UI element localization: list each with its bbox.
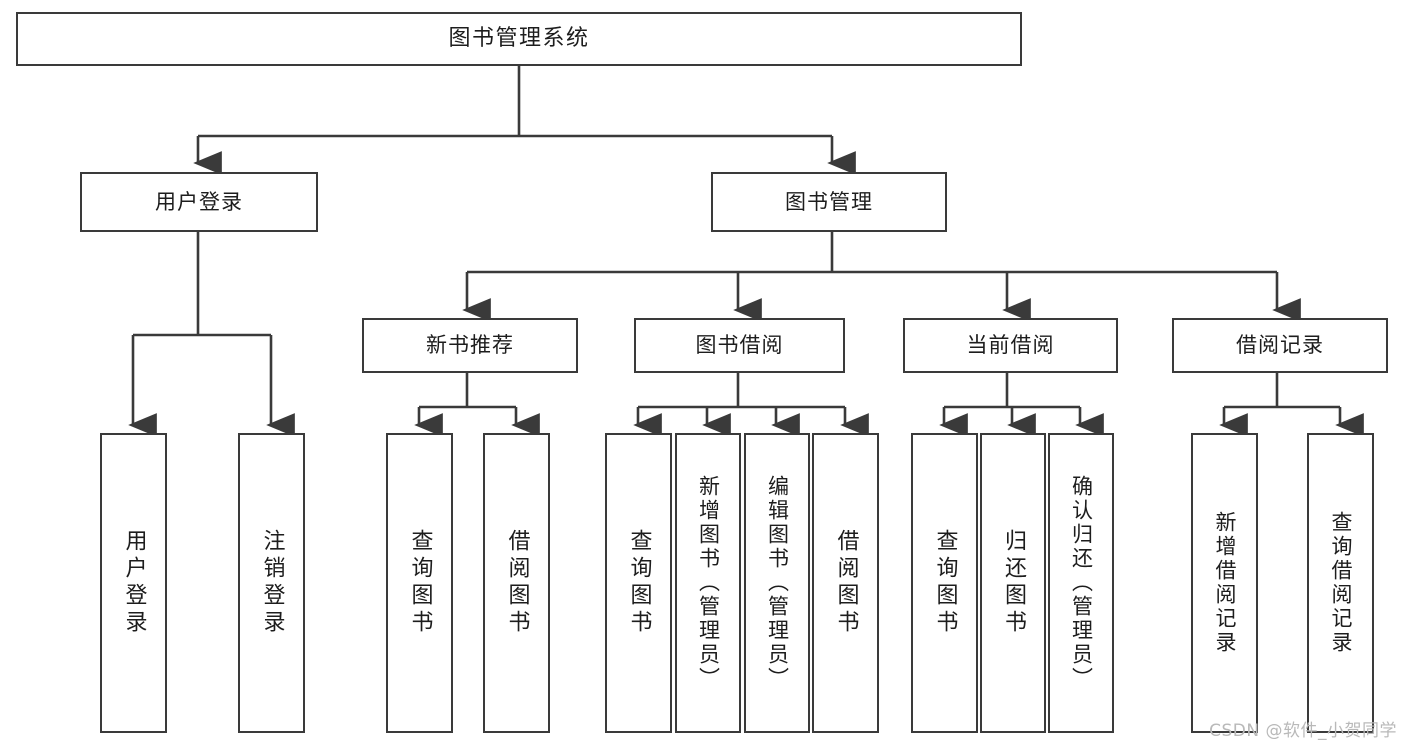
leaf-confirm-return[interactable]: 确认归还（管理员） <box>1048 433 1114 733</box>
node-book-manage[interactable]: 图书管理 <box>711 172 947 232</box>
leaf-add-book[interactable]: 新增图书（管理员） <box>675 433 741 733</box>
node-user-login-label: 用户登录 <box>155 189 243 214</box>
node-root-label: 图书管理系统 <box>448 26 590 52</box>
leaf-user-logout-label: 注销登录 <box>259 529 285 637</box>
node-borrow-record-label: 借阅记录 <box>1236 333 1324 358</box>
node-book-manage-label: 图书管理 <box>785 189 873 214</box>
leaf-add-record-label: 新增借阅记录 <box>1213 511 1237 655</box>
leaf-confirm-return-label: 确认归还（管理员） <box>1069 475 1094 691</box>
leaf-query-record-label: 查询借阅记录 <box>1329 511 1353 655</box>
node-borrow-record[interactable]: 借阅记录 <box>1172 318 1388 373</box>
leaf-user-login[interactable]: 用户登录 <box>100 433 167 733</box>
csdn-watermark: CSDN @软件_小贺同学 <box>1209 721 1397 741</box>
node-new-book-recommend[interactable]: 新书推荐 <box>362 318 578 373</box>
leaf-edit-book[interactable]: 编辑图书（管理员） <box>744 433 810 733</box>
leaf-user-login-label: 用户登录 <box>121 529 147 637</box>
leaf-borrow-book-rec[interactable]: 借阅图书 <box>483 433 550 733</box>
node-book-borrow[interactable]: 图书借阅 <box>634 318 845 373</box>
leaf-edit-book-label: 编辑图书（管理员） <box>765 475 790 691</box>
node-current-borrow-label: 当前借阅 <box>966 333 1055 358</box>
leaf-query-book-rec-label: 查询图书 <box>407 529 433 637</box>
node-current-borrow[interactable]: 当前借阅 <box>903 318 1118 373</box>
leaf-return-book-label: 归还图书 <box>1001 529 1026 637</box>
leaf-borrow-book-rec-label: 借阅图书 <box>504 529 530 637</box>
node-root[interactable]: 图书管理系统 <box>16 12 1022 66</box>
leaf-query-book-cur[interactable]: 查询图书 <box>911 433 978 733</box>
leaf-borrow-book-brw-label: 借阅图书 <box>833 529 859 637</box>
node-user-login[interactable]: 用户登录 <box>80 172 318 232</box>
leaf-add-record[interactable]: 新增借阅记录 <box>1191 433 1258 733</box>
leaf-query-book-rec[interactable]: 查询图书 <box>386 433 453 733</box>
leaf-query-book-cur-label: 查询图书 <box>932 529 958 637</box>
leaf-add-book-label: 新增图书（管理员） <box>696 475 721 691</box>
node-new-book-recommend-label: 新书推荐 <box>426 333 514 358</box>
leaf-query-book-brw-label: 查询图书 <box>626 529 652 637</box>
leaf-user-logout[interactable]: 注销登录 <box>238 433 305 733</box>
leaf-query-record[interactable]: 查询借阅记录 <box>1307 433 1374 733</box>
leaf-borrow-book-brw[interactable]: 借阅图书 <box>812 433 879 733</box>
leaf-query-book-brw[interactable]: 查询图书 <box>605 433 672 733</box>
leaf-return-book[interactable]: 归还图书 <box>980 433 1046 733</box>
node-book-borrow-label: 图书借阅 <box>695 333 784 358</box>
